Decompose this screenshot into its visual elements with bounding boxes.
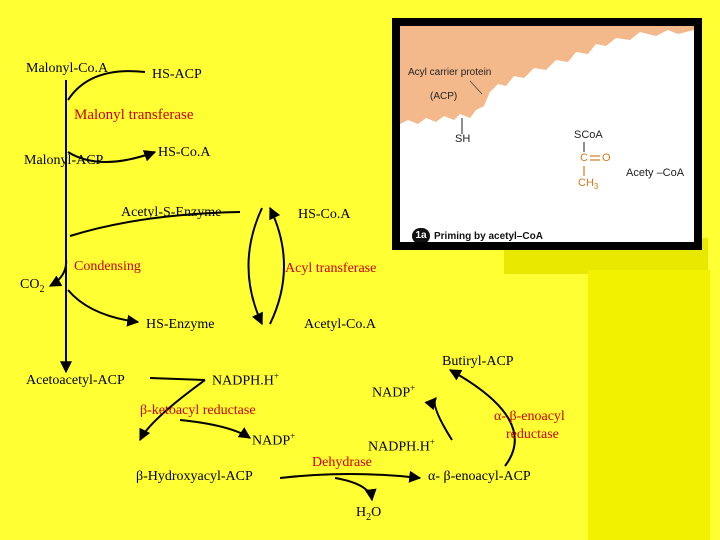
nadph-label-1: NADPH.H+ — [212, 372, 279, 389]
nadp-2-superscript: + — [290, 431, 296, 441]
nadph-1-text: NADPH.H — [212, 373, 274, 389]
figure-caption: Priming by acetyl–CoA — [434, 231, 543, 242]
co2-subscript: 2 — [39, 283, 45, 295]
hs-acp-entry-curve — [67, 70, 146, 101]
dehydrase-label: Dehydrase — [312, 455, 372, 470]
co2-label: CO2 — [20, 278, 44, 295]
hs-coa-label-1: HS-Co.A — [158, 145, 211, 160]
figure-badge: 1a — [412, 228, 430, 242]
acetyl-coa-label: Acetyl-Co.A — [304, 317, 376, 332]
malonyl-coa-label: Malonyl-Co.A — [26, 61, 109, 76]
acetyl-s-enzyme-label: Acetyl-S-Enzyme — [121, 205, 222, 220]
nadp-1-text: NADP — [372, 385, 411, 401]
acp-leader-line — [469, 80, 483, 95]
nadph-2-text: NADPH.H — [368, 439, 430, 455]
enoyl-reduction-curve — [448, 369, 516, 467]
nadph-2-superscript: + — [429, 437, 435, 447]
oxygen-atom: O — [602, 152, 611, 164]
acyl-transferase-left-curve — [247, 207, 263, 326]
carbon-atom: C — [580, 152, 588, 164]
nadph-1-superscript: + — [273, 371, 279, 381]
water-release-curve — [334, 477, 377, 502]
hs-acp-label: HS-ACP — [152, 67, 202, 82]
nadp-label-2: NADP+ — [252, 432, 295, 449]
water-subscript: 2 — [366, 511, 372, 523]
co2-release-curve — [48, 257, 68, 287]
acp-illustration — [400, 26, 694, 176]
butiryl-acp-label: Butiryl-ACP — [442, 354, 514, 369]
enoacyl-reductase-label-2: reductase — [506, 427, 559, 442]
acetyl-coa-label: Acety –CoA — [626, 167, 685, 179]
nadph-nadp-curve — [424, 397, 453, 441]
ketoacyl-reductase-label: β-ketoacyl reductase — [140, 403, 256, 418]
nadp-release-curve — [179, 419, 252, 439]
acetyl-enzyme-join-curve — [69, 211, 241, 237]
enoacyl-acp-label: α- β-enoacyl-ACP — [428, 469, 531, 484]
reduction-curve — [149, 377, 206, 381]
acp-label: Acyl carrier protein — [408, 67, 492, 78]
nadph-label-2: NADPH.H+ — [368, 438, 435, 455]
inset-figure-body: Acyl carrier protein (ACP) SH SCoA C O C… — [400, 26, 694, 242]
acyl-transferase-label: Acyl transferase — [285, 261, 377, 276]
scoa-text: SCoA — [574, 129, 603, 141]
acyl-transferase-right-curve — [269, 206, 285, 325]
water-h: H — [356, 505, 367, 520]
acp-protein-shape — [400, 26, 694, 124]
methyl-group: CH3 — [578, 178, 598, 191]
inset-figure: Acyl carrier protein (ACP) SH SCoA C O C… — [392, 18, 702, 250]
nadp-1-superscript: + — [410, 383, 416, 393]
nadp-2-text: NADP — [252, 433, 291, 449]
malonyl-acp-label: Malonyl-ACP — [24, 153, 104, 168]
condensing-label: Condensing — [74, 259, 141, 274]
scoa-group: SCoA — [574, 130, 603, 141]
dehydrase-arrow — [279, 470, 422, 483]
methyl-subscript: 3 — [593, 182, 599, 192]
enoacyl-reductase-label-1: α- β-enoacyl — [494, 409, 565, 424]
malonyl-transferase-label: Malonyl transferase — [74, 107, 194, 123]
methyl-text: CH — [578, 177, 594, 189]
water-label: H2O — [356, 506, 381, 523]
nadp-label-1: NADP+ — [372, 384, 415, 401]
hs-coa-release-curve — [67, 150, 157, 163]
hydroxyacyl-acp-label: β-Hydroxyacyl-ACP — [136, 469, 253, 484]
sh-group: SH — [455, 133, 471, 145]
nadph-consume-curve — [139, 379, 206, 442]
acetoacetyl-acp-label: Acetoacetyl-ACP — [26, 373, 125, 388]
inset-shadow-lower — [588, 270, 710, 540]
hs-enzyme-label: HS-Enzyme — [146, 317, 215, 332]
water-o: O — [371, 505, 382, 520]
hs-coa-label-2: HS-Co.A — [298, 207, 351, 222]
co2-text: CO — [20, 277, 40, 292]
hs-enzyme-release-curve — [67, 289, 140, 327]
acp-abbr: (ACP) — [430, 91, 458, 102]
